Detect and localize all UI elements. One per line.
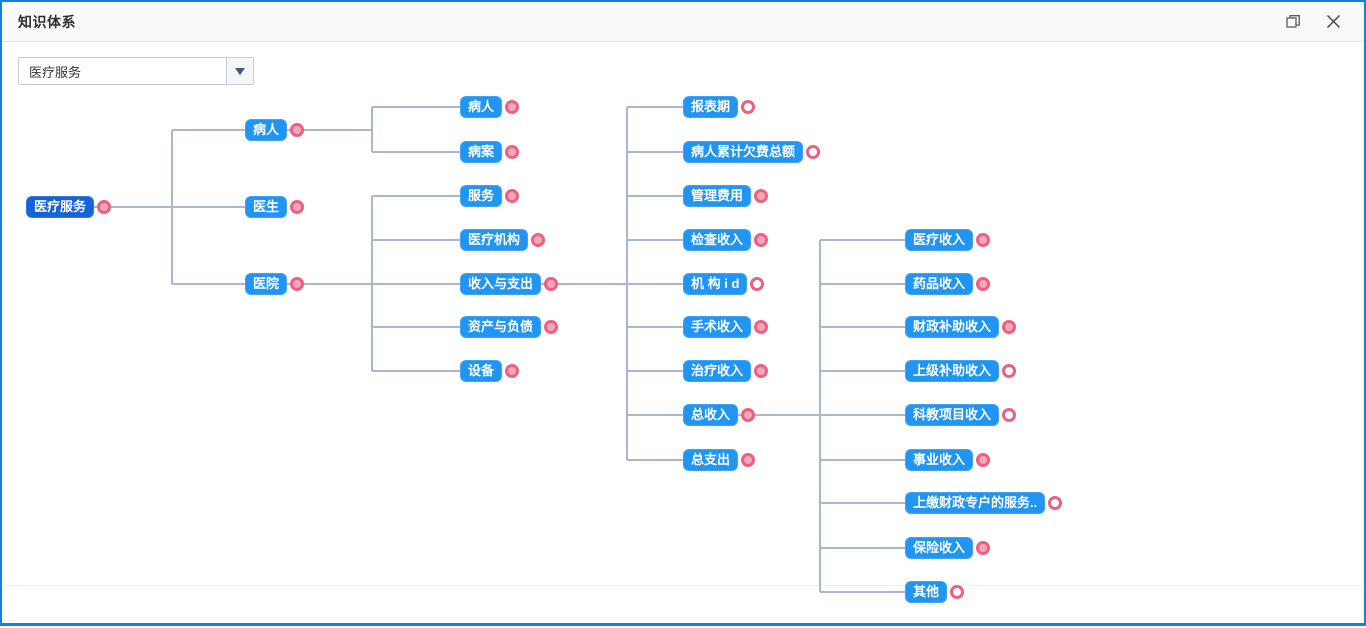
node-handle-icon[interactable] <box>976 453 990 467</box>
tree-node-label[interactable]: 科教项目收入 <box>905 404 999 426</box>
tree-node-label[interactable]: 设备 <box>460 360 502 382</box>
node-handle-icon[interactable] <box>1048 496 1062 510</box>
tree-node-label[interactable]: 机 构 i d <box>683 273 747 295</box>
tree-node-label[interactable]: 管理费用 <box>683 185 751 207</box>
node-handle-icon[interactable] <box>505 189 519 203</box>
tree-node: 医疗服务 <box>26 196 111 218</box>
node-handle-icon[interactable] <box>505 100 519 114</box>
tree-node: 病人累计欠费总额 <box>683 141 820 163</box>
tree-node-label[interactable]: 资产与负债 <box>460 316 541 338</box>
node-handle-icon[interactable] <box>976 277 990 291</box>
tree-node: 总支出 <box>683 449 755 471</box>
tree-node: 医生 <box>245 196 304 218</box>
node-handle-icon[interactable] <box>505 364 519 378</box>
tree-node: 管理费用 <box>683 185 768 207</box>
tree-node-label[interactable]: 病人 <box>460 96 502 118</box>
tree-node-label[interactable]: 治疗收入 <box>683 360 751 382</box>
node-handle-icon[interactable] <box>290 277 304 291</box>
title-bar: 知识体系 <box>2 2 1364 42</box>
tree-node: 机 构 i d <box>683 273 764 295</box>
tree-node: 手术收入 <box>683 316 768 338</box>
tree-node: 上缴财政专户的服务.. <box>905 492 1062 514</box>
tree-node-label[interactable]: 报表期 <box>683 96 738 118</box>
tree-node: 治疗收入 <box>683 360 768 382</box>
tree-node: 服务 <box>460 185 519 207</box>
tree-node-label[interactable]: 总支出 <box>683 449 738 471</box>
node-handle-icon[interactable] <box>290 123 304 137</box>
node-handle-icon[interactable] <box>806 145 820 159</box>
node-handle-icon[interactable] <box>754 233 768 247</box>
tree-node-label[interactable]: 医疗服务 <box>26 196 94 218</box>
node-handle-icon[interactable] <box>750 277 764 291</box>
tree-node-label[interactable]: 其他 <box>905 581 947 603</box>
tree-node: 设备 <box>460 360 519 382</box>
tree-node-label[interactable]: 上缴财政专户的服务.. <box>905 492 1045 514</box>
node-handle-icon[interactable] <box>1002 320 1016 334</box>
tree-node: 病案 <box>460 141 519 163</box>
node-handle-icon[interactable] <box>976 541 990 555</box>
node-handle-icon[interactable] <box>976 233 990 247</box>
node-handle-icon[interactable] <box>531 233 545 247</box>
tree-node-label[interactable]: 医院 <box>245 273 287 295</box>
tree-node: 医疗机构 <box>460 229 545 251</box>
tree-node-label[interactable]: 保险收入 <box>905 537 973 559</box>
tree-node: 科教项目收入 <box>905 404 1016 426</box>
node-handle-icon[interactable] <box>505 145 519 159</box>
tree-node-label[interactable]: 药品收入 <box>905 273 973 295</box>
node-handle-icon[interactable] <box>741 408 755 422</box>
tree-node-label[interactable]: 收入与支出 <box>460 273 541 295</box>
titlebar-actions <box>1284 13 1364 31</box>
tree-node-label[interactable]: 医生 <box>245 196 287 218</box>
tree-node: 病人 <box>460 96 519 118</box>
selector-dropdown-button[interactable] <box>226 58 253 84</box>
close-icon[interactable] <box>1324 13 1342 31</box>
node-handle-icon[interactable] <box>754 364 768 378</box>
node-handle-icon[interactable] <box>754 189 768 203</box>
node-handle-icon[interactable] <box>290 200 304 214</box>
tree-node: 药品收入 <box>905 273 990 295</box>
tree-node: 检查收入 <box>683 229 768 251</box>
tree-node-label[interactable]: 总收入 <box>683 404 738 426</box>
selector-value: 医疗服务 <box>19 58 226 84</box>
tree-node: 保险收入 <box>905 537 990 559</box>
window-title: 知识体系 <box>2 12 76 32</box>
knowledge-base-selector[interactable]: 医疗服务 <box>18 57 254 85</box>
tree-node-label[interactable]: 手术收入 <box>683 316 751 338</box>
tree-node: 上级补助收入 <box>905 360 1016 382</box>
node-handle-icon[interactable] <box>544 320 558 334</box>
tree-node: 财政补助收入 <box>905 316 1016 338</box>
tree-node-label[interactable]: 检查收入 <box>683 229 751 251</box>
node-handle-icon[interactable] <box>1002 408 1016 422</box>
tree-node-label[interactable]: 上级补助收入 <box>905 360 999 382</box>
node-handle-icon[interactable] <box>97 200 111 214</box>
chevron-down-icon <box>235 68 245 75</box>
node-handle-icon[interactable] <box>1002 364 1016 378</box>
node-handle-icon[interactable] <box>544 277 558 291</box>
tree-node: 收入与支出 <box>460 273 558 295</box>
tree-node-label[interactable]: 病案 <box>460 141 502 163</box>
node-handle-icon[interactable] <box>741 453 755 467</box>
node-handle-icon[interactable] <box>741 100 755 114</box>
node-handle-icon[interactable] <box>754 320 768 334</box>
tree-node: 事业收入 <box>905 449 990 471</box>
tree-node-label[interactable]: 病人累计欠费总额 <box>683 141 803 163</box>
tree-node-label[interactable]: 医疗收入 <box>905 229 973 251</box>
tree-node: 医疗收入 <box>905 229 990 251</box>
tree-node-label[interactable]: 病人 <box>245 119 287 141</box>
tree-node: 总收入 <box>683 404 755 426</box>
tree-node: 其他 <box>905 581 964 603</box>
tree-node-label[interactable]: 服务 <box>460 185 502 207</box>
restore-window-icon[interactable] <box>1284 13 1302 31</box>
tree-node: 报表期 <box>683 96 755 118</box>
tree-node-label[interactable]: 事业收入 <box>905 449 973 471</box>
tree-node: 医院 <box>245 273 304 295</box>
node-handle-icon[interactable] <box>950 585 964 599</box>
tree-node-label[interactable]: 医疗机构 <box>460 229 528 251</box>
tree-node-label[interactable]: 财政补助收入 <box>905 316 999 338</box>
tree-node: 资产与负债 <box>460 316 558 338</box>
tree-node: 病人 <box>245 119 304 141</box>
